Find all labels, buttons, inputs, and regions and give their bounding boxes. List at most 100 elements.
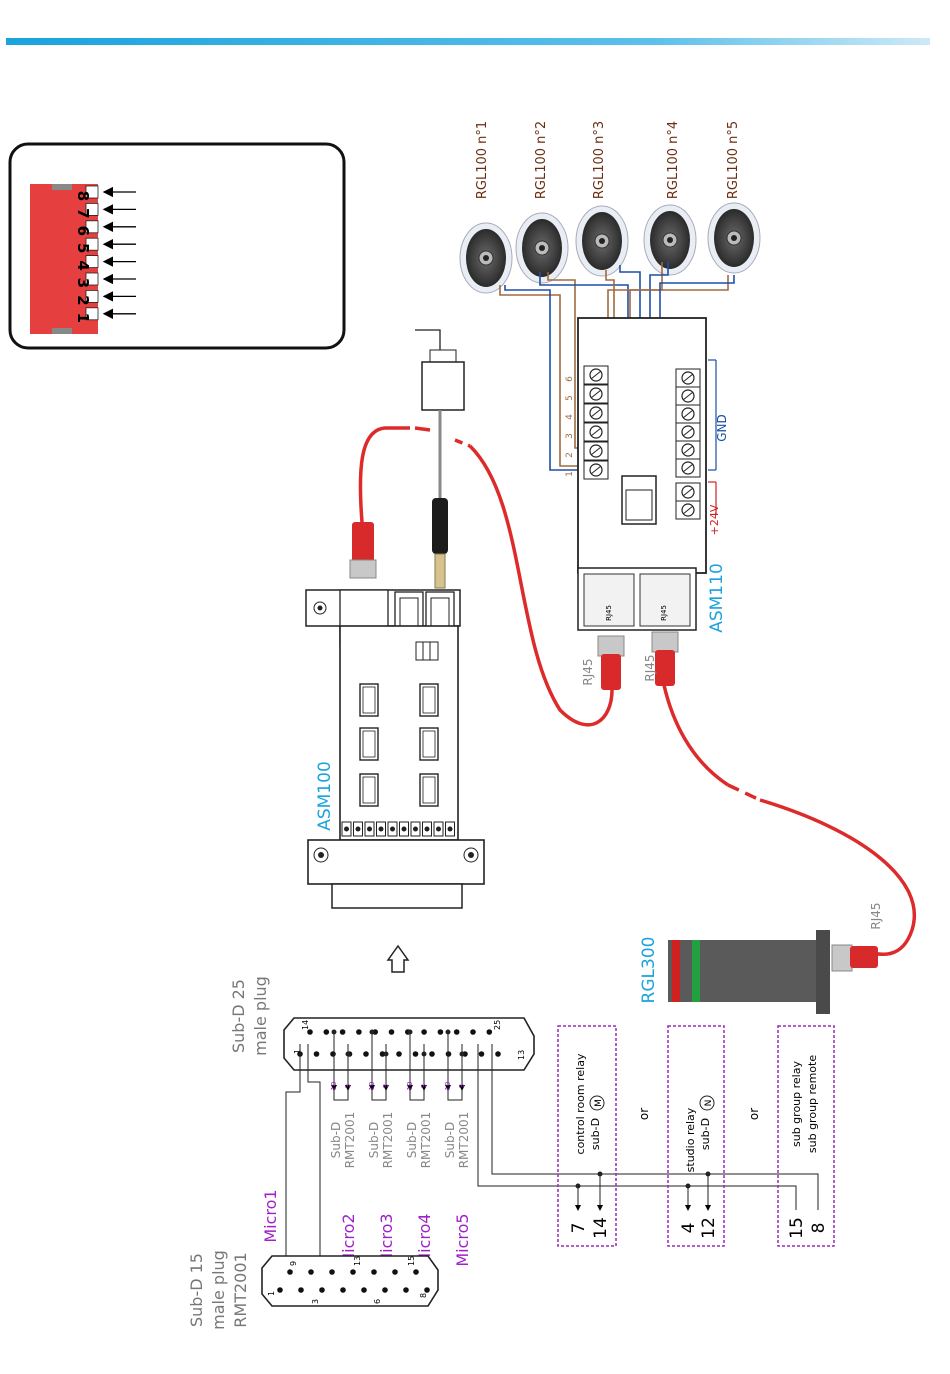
subd25-pin (412, 1051, 419, 1057)
subd15-pin9-label: 9 (289, 1261, 298, 1266)
asm100-module: ASM100 (305, 589, 485, 909)
terminal-number: 5 (565, 395, 575, 401)
rgl100-speaker (707, 202, 761, 274)
gnd-label: GND (715, 414, 729, 442)
svg-text:RJ45: RJ45 (605, 605, 613, 621)
dip-slot (85, 272, 99, 286)
power-adapter (415, 329, 465, 589)
dip-slot (85, 289, 99, 303)
terminal-number: 4 (565, 414, 575, 420)
subd15-pin (413, 1269, 419, 1275)
relay-control-room: control room relay sub-D M 7 14 (557, 1025, 617, 1247)
subd25-pin (429, 1051, 435, 1057)
subd-rmt-line1: Sub-D (405, 1122, 419, 1158)
dip-number: 3 (74, 278, 92, 288)
subd25-pin (330, 1051, 336, 1057)
header-accent-bar (6, 38, 930, 45)
subd-rmt-line2: RMT2001 (381, 1112, 395, 1169)
subd15-pin (361, 1287, 367, 1293)
dip-number: 2 (74, 295, 92, 305)
subd-rmt-pin-b: 3 (420, 1084, 428, 1088)
subd15-model: RMT2001 (231, 1252, 250, 1327)
rgl100-speaker (575, 205, 629, 277)
subd-rmt-line2: RMT2001 (457, 1112, 471, 1169)
subd25-connector: 14 1 25 13 Sub-D 25 male plug (229, 976, 535, 1071)
rgl100-label: RGL100 n°2 (534, 121, 549, 199)
asm110-label: ASM110 (707, 563, 727, 633)
rgl300-label: RGL300 (639, 937, 659, 1004)
rgl100-speakers: RGL100 n°1 RGL100 n°2 RGL100 n°3 RGL100 n°4… (459, 121, 761, 294)
asm100-label: ASM100 (315, 761, 335, 831)
micro-brackets (331, 1029, 465, 1101)
subd25-subtitle: male plug (251, 976, 270, 1056)
subd25-pin (437, 1029, 444, 1035)
subd25-pin1-label: 1 (293, 1049, 302, 1054)
subd-rmt-line1: Sub-D (367, 1122, 381, 1158)
subd25-pin (388, 1029, 395, 1035)
subd-rmt-line2: RMT2001 (419, 1112, 433, 1169)
sub-group-relay-label: sub group relay (790, 1061, 803, 1147)
sub-group-pin-b: 8 (809, 1223, 829, 1234)
subd15-pin (298, 1287, 304, 1293)
subd15-connector: 1 9 3 13 6 15 8 Sub-D 15 male plug RMT20… (187, 1250, 439, 1330)
rj45-label-left: RJ45 (581, 658, 595, 685)
studio-pin-a: 4 (679, 1223, 699, 1234)
subd-rmt-pin-b: 3 (382, 1084, 390, 1088)
rj45-cables (358, 426, 916, 957)
subd25-pin (356, 1029, 362, 1035)
terminal-number: 1 (565, 471, 575, 477)
micro-label: Micro5 (453, 1213, 472, 1266)
relay-wiring (477, 1044, 819, 1210)
subd15-pin (403, 1287, 409, 1293)
dip-slot (85, 255, 99, 269)
subd15-pin6-label: 6 (373, 1299, 382, 1304)
rj45-plug-asm100 (349, 522, 377, 579)
dip-slot (85, 237, 99, 251)
plug-in-arrow-icon (386, 944, 410, 973)
terminal-number: 3 (565, 433, 575, 439)
or-separator-2: or (747, 1108, 761, 1120)
micro-label: Micro2 (339, 1213, 358, 1266)
micro-label: Micro4 (415, 1213, 434, 1266)
relay-sub-group: sub group relay sub group remote 15 8 (777, 1025, 835, 1247)
rgl100-label: RGL100 n°4 (666, 121, 681, 199)
subd25-pin (379, 1051, 386, 1057)
subd15-pin (424, 1287, 430, 1293)
plus24v-label: +24V (708, 504, 721, 535)
micro-label: Micro1 (261, 1189, 280, 1242)
studio-glyph: N (704, 1100, 714, 1107)
subd-rmt-pin-a: 10 (368, 1082, 376, 1091)
subd15-subtitle: male plug (209, 1250, 228, 1330)
subd15-pin3-label: 3 (311, 1299, 320, 1304)
subd15-pin (287, 1269, 293, 1275)
control-room-relay-label: control room relay (574, 1053, 587, 1154)
subd25-pin (470, 1029, 476, 1035)
subd15-pin (350, 1269, 356, 1275)
subd15-pin (392, 1269, 398, 1275)
subd15-pin (319, 1287, 325, 1293)
rj45-label-rgl300: RJ45 (869, 902, 883, 929)
subd25-pin (495, 1051, 501, 1057)
subd15-pin (277, 1287, 283, 1293)
rgl100-label: RGL100 n°1 (475, 121, 490, 199)
subd25-pin (453, 1029, 460, 1035)
subd15-pin8-label: 8 (419, 1293, 428, 1298)
relay-studio: studio relay sub-D N 4 12 (667, 1025, 725, 1247)
subd25-pin13-label: 13 (517, 1050, 526, 1060)
sub-group-pin-a: 15 (787, 1217, 807, 1239)
subd15-pin15-label: 15 (407, 1256, 416, 1266)
rj45-label-right: RJ45 (643, 654, 657, 681)
subd15-title: Sub-D 15 (187, 1253, 206, 1327)
rgl100-speaker (459, 222, 513, 294)
dip-number: 6 (74, 226, 92, 236)
subd-rmt-line1: Sub-D (443, 1122, 457, 1158)
rj45-plug-asm110-left (597, 635, 625, 690)
control-room-pin-a: 7 (569, 1223, 589, 1234)
rgl100-label: RGL100 n°3 (592, 121, 607, 199)
rgl300-device: RGL300 (639, 930, 830, 1014)
dip-number: 5 (74, 243, 92, 253)
